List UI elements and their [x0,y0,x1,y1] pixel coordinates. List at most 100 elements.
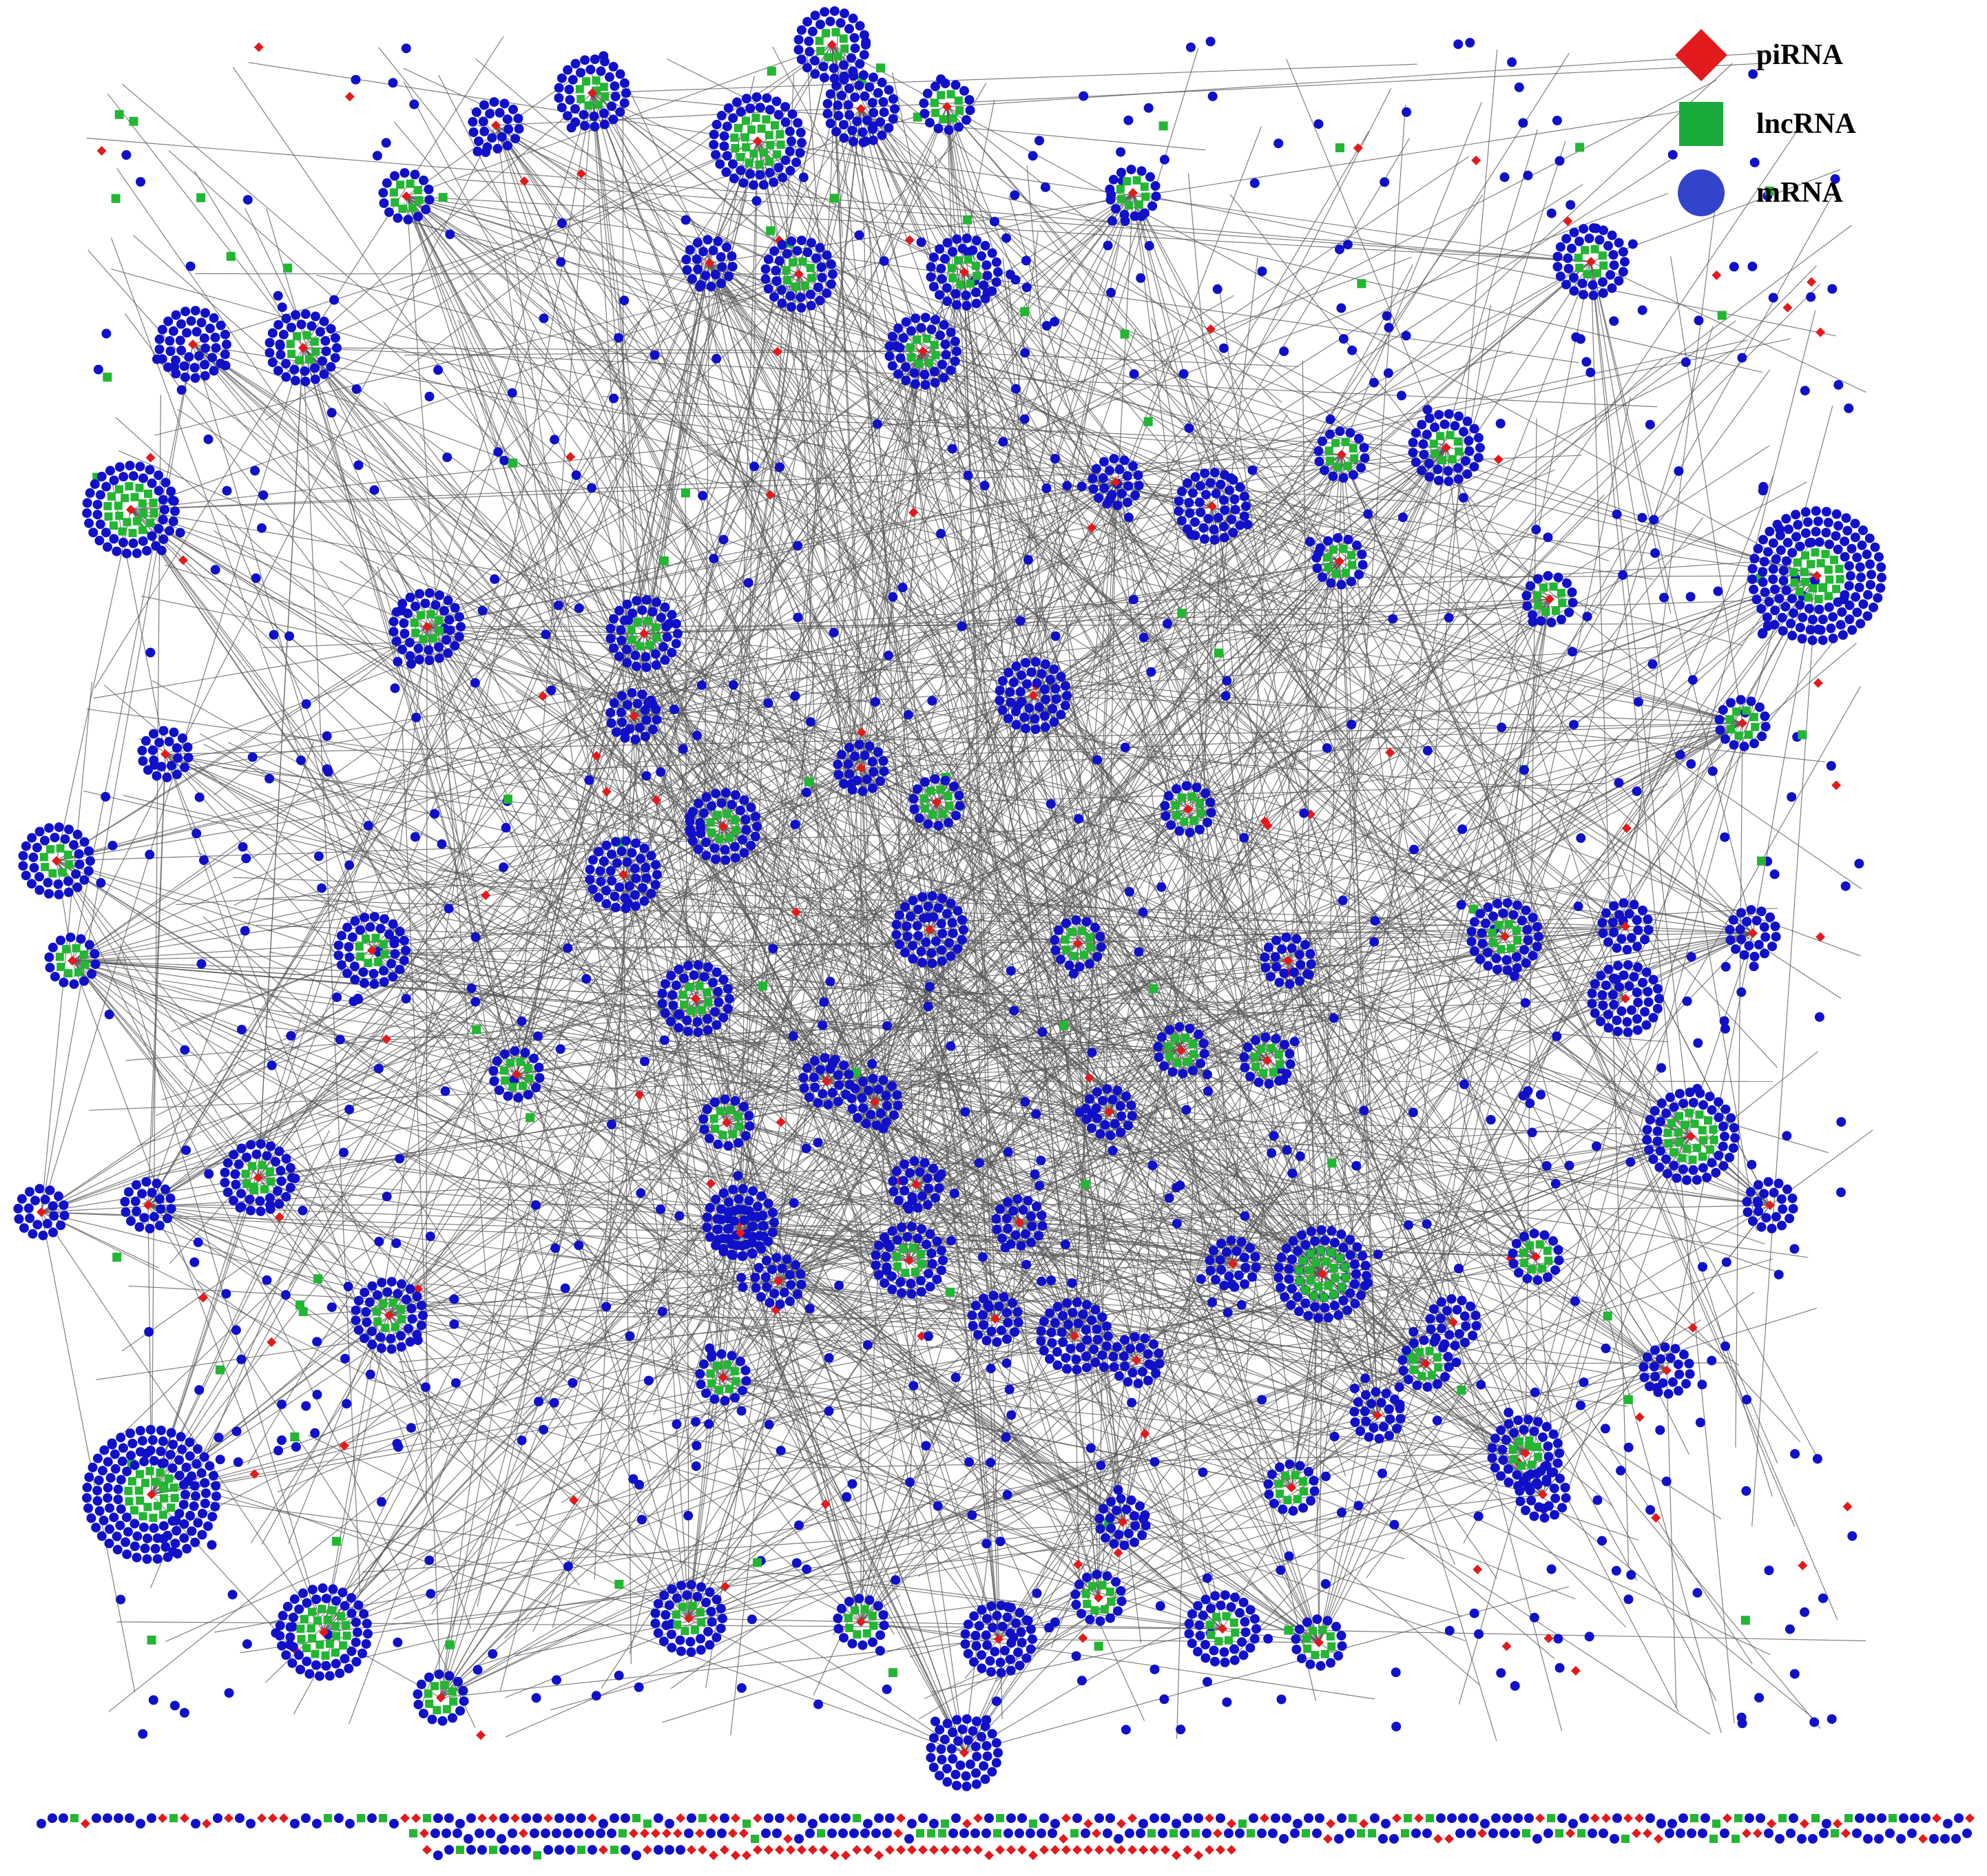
mrna-node [1876,562,1886,572]
lncrna-node [931,351,940,359]
interaction-edge [1318,686,1861,1643]
mrna-node [947,444,957,454]
lncrna-node [115,485,123,494]
lncrna-node [1429,439,1438,448]
mrna-node [298,1588,308,1598]
mrna-node [738,835,748,845]
mrna-node [1329,1300,1340,1311]
mrna-node [1165,1025,1174,1035]
mrna-node [1336,1508,1346,1518]
lncrna-node [731,144,740,152]
lncrna-node [295,356,304,365]
mrna-node [1159,1694,1169,1705]
mrna-node [696,1379,706,1389]
mrna-node [242,195,253,205]
mrna-node [391,1238,402,1249]
lncrna-node [1251,1062,1260,1071]
mrna-node [1669,1102,1679,1112]
lncrna-node [449,1697,458,1706]
mrna-node [1174,826,1185,836]
lncrna-node [123,518,132,527]
mrna-node [716,252,726,262]
mrna-node [1768,293,1778,303]
mrna-node [607,875,617,886]
mrna-node [331,1596,341,1606]
mrna-node [1206,1603,1216,1614]
mrna-node [750,831,760,842]
mrna-node [109,534,119,544]
lncrna-node [678,1603,687,1612]
mrna-node [579,110,589,120]
mrna-node [804,1304,815,1314]
lncrna-node [1835,575,1844,584]
lncrna-node [776,140,785,149]
mrna-node [702,1222,712,1233]
mrna-node [940,79,950,89]
mrna-node [857,1640,868,1650]
mrna-node [1294,1306,1304,1317]
mrna-node [727,800,737,810]
interaction-edge [323,1318,996,1633]
mrna-node [747,1222,757,1232]
mrna-node [884,1242,895,1252]
mrna-node [818,1020,828,1030]
mrna-node [1462,416,1473,426]
mrna-node [1756,906,1767,917]
mrna-node [701,1597,711,1607]
mrna-node [1641,967,1652,977]
mrna-node [1840,590,1850,600]
mrna-node [871,1120,882,1130]
mrna-node [1858,525,1868,535]
mrna-node [864,1595,875,1605]
interaction-edge [592,63,1417,94]
lncrna-node [672,1610,680,1619]
mrna-node [1185,1023,1195,1034]
mrna-node [842,1492,852,1502]
mrna-node [716,1349,727,1359]
mrna-node [30,1196,41,1206]
mrna-node [1502,965,1512,975]
interaction-edge [426,626,531,1335]
mrna-node [539,1424,549,1435]
interaction-edge [1122,1308,1817,1523]
mrna-node [767,1227,778,1238]
lncrna-node [1690,1119,1699,1128]
mrna-node [1050,454,1060,463]
mrna-node [321,1594,331,1604]
mrna-node [420,598,430,609]
mrna-node [728,113,738,123]
mrna-node [755,169,765,180]
interaction-edge [946,106,1667,962]
interaction-edge [1057,1202,1378,1416]
mrna-node [946,1744,957,1754]
mrna-node [48,1227,58,1238]
mrna-node [1230,505,1240,515]
mrna-node [1144,240,1154,251]
mrna-node [374,1236,384,1247]
mrna-node [1193,1647,1203,1657]
mrna-node [828,269,838,280]
mrna-node [939,253,950,264]
mrna-node [1504,1477,1514,1488]
mrna-node [1567,587,1577,597]
lncrna-node [584,101,593,110]
lncrna-node [731,826,740,835]
mrna-node [256,1139,266,1149]
mrna-node [287,1658,298,1668]
mrna-node [1345,1250,1355,1260]
mrna-node [1466,926,1477,937]
lncrna-node [1681,1121,1689,1129]
mrna-node [965,1759,975,1769]
mrna-node [171,743,182,753]
mrna-node [817,273,827,283]
interaction-edge [512,298,1189,810]
mrna-node [1624,981,1634,991]
mrna-node [1338,1242,1349,1253]
lncrna-node [396,1305,405,1314]
interaction-edge [1425,396,1631,1364]
mrna-node [1497,722,1507,733]
mrna-node [1746,696,1756,707]
mrna-node [1674,466,1684,476]
mrna-node [641,662,652,672]
lncrna-node [110,521,118,530]
